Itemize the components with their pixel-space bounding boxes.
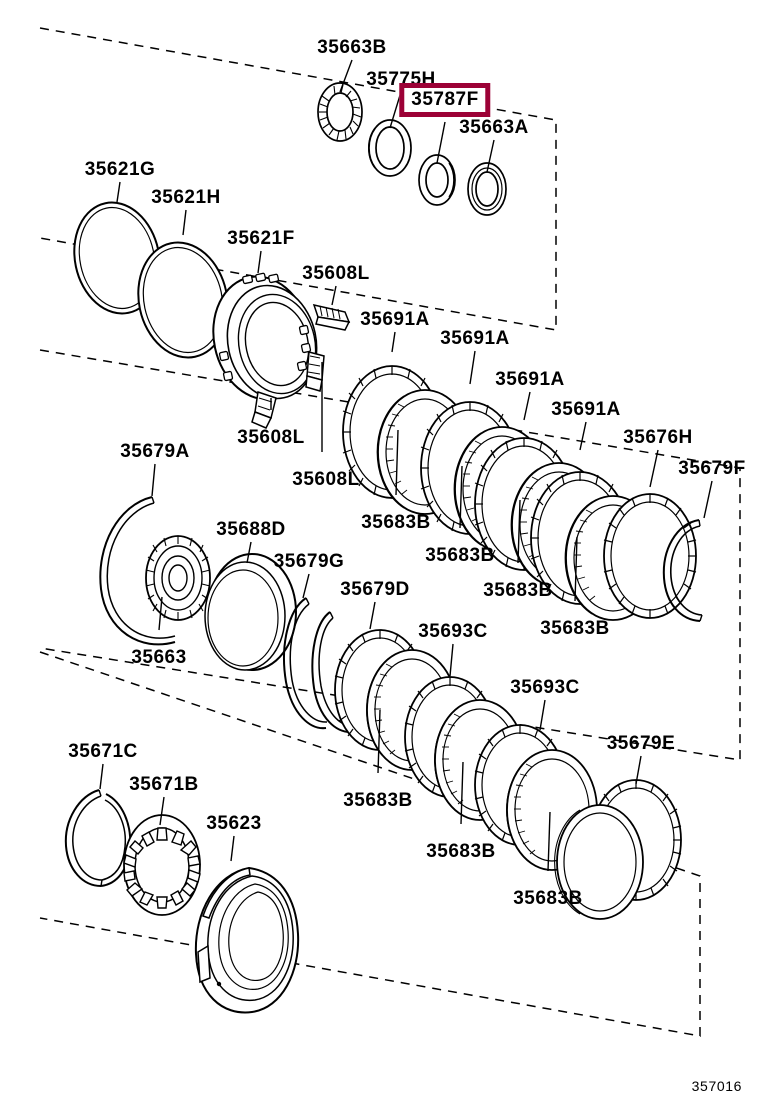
leader-line-35623 bbox=[230, 835, 235, 862]
leader-line-35683b bbox=[574, 536, 578, 602]
part-35679g-snap-ring bbox=[283, 597, 328, 730]
leader-line-35621g bbox=[116, 181, 121, 203]
leader-line-35679e bbox=[635, 755, 642, 785]
leader-line-35663 bbox=[158, 596, 163, 631]
part-35688d-piston bbox=[204, 553, 297, 671]
part-label-35679d: 35679D bbox=[340, 579, 410, 600]
leader-line-35683b bbox=[395, 429, 399, 496]
part-35671c-snap-ring bbox=[64, 789, 132, 887]
part-label-35679e: 35679E bbox=[606, 733, 676, 754]
leader-line-35676h bbox=[649, 449, 659, 488]
part-35663-gear-hub bbox=[145, 535, 211, 621]
part-label-35683b: 35683B bbox=[361, 512, 431, 533]
part-35663b-serrated-ring bbox=[317, 82, 363, 142]
part-label-35621h: 35621H bbox=[151, 187, 221, 208]
leader-line-35683b bbox=[517, 499, 521, 564]
leader-lines bbox=[99, 59, 713, 872]
leader-line-35671b bbox=[159, 796, 165, 826]
part-label-35679f: 35679F bbox=[678, 458, 746, 479]
leader-line-35691a bbox=[469, 350, 476, 385]
part-label-35663: 35663 bbox=[131, 647, 187, 668]
part-label-35608l: 35608L bbox=[302, 263, 370, 284]
part-label-35693c: 35693C bbox=[418, 621, 488, 642]
part-35608l-wedge-3 bbox=[251, 391, 277, 429]
leader-line-35683b bbox=[547, 811, 551, 872]
plate-number: 357016 bbox=[691, 1078, 742, 1094]
part-label-35621f: 35621F bbox=[227, 228, 295, 249]
part-label-35683b: 35683B bbox=[426, 841, 496, 862]
part-35608l-wedge-2 bbox=[305, 351, 325, 392]
part-label-35693c: 35693C bbox=[510, 677, 580, 698]
leader-line-35683b bbox=[377, 709, 381, 774]
leader-line-35691a bbox=[579, 421, 587, 451]
part-label-35671b: 35671B bbox=[129, 774, 199, 795]
leader-line-35688d bbox=[246, 541, 252, 564]
part-label-35691a: 35691A bbox=[495, 369, 565, 390]
clutch-pack-lower bbox=[334, 629, 682, 920]
leader-line-35663a bbox=[486, 139, 495, 173]
leader-line-35663b bbox=[339, 59, 353, 93]
leader-line-35691a bbox=[523, 391, 531, 421]
part-label-35679a: 35679A bbox=[120, 441, 190, 462]
part-label-35679g: 35679G bbox=[273, 551, 345, 572]
part-35671b-lock-washer bbox=[123, 814, 201, 916]
leader-line-35683b bbox=[459, 465, 463, 529]
part-label-35691a: 35691A bbox=[440, 328, 510, 349]
leader-line-35621f bbox=[257, 250, 262, 274]
leader-line-35775h bbox=[389, 91, 402, 129]
part-35679a-snap-ring bbox=[99, 496, 176, 646]
part-label-35623: 35623 bbox=[206, 813, 262, 834]
part-35623-drum bbox=[194, 866, 300, 1014]
leader-line-35671c bbox=[99, 763, 104, 790]
part-label-35691a: 35691A bbox=[551, 399, 621, 420]
leader-line-35621h bbox=[182, 209, 187, 236]
part-35787f-ring bbox=[418, 154, 456, 206]
part-35663a-ring bbox=[467, 162, 507, 216]
part-label-35608l: 35608L bbox=[237, 427, 305, 448]
leader-line-35679g bbox=[302, 573, 310, 599]
part-label-35683b: 35683B bbox=[343, 790, 413, 811]
part-35608l-wedge-1 bbox=[312, 303, 351, 331]
part-label-35691a: 35691A bbox=[360, 309, 430, 330]
part-label-35671c: 35671C bbox=[68, 741, 138, 762]
part-35679e-front-disc bbox=[554, 804, 644, 920]
leader-line-35679d bbox=[369, 601, 376, 630]
part-label-35683b: 35683B bbox=[540, 618, 610, 639]
part-label-35608l: 35608L bbox=[292, 469, 360, 490]
leader-line-35691a bbox=[391, 331, 396, 353]
part-35676h-plate bbox=[603, 493, 697, 619]
part-35775h-ring bbox=[368, 119, 412, 177]
clutch-pack-upper bbox=[342, 365, 703, 622]
leader-line-35693c bbox=[539, 699, 546, 731]
part-35621f-retainer bbox=[212, 272, 318, 401]
part-label-35663a: 35663A bbox=[459, 117, 529, 138]
part-label-35663b: 35663B bbox=[317, 37, 387, 58]
leader-line-35679a bbox=[151, 463, 156, 497]
part-label-35787f: 35787F bbox=[399, 83, 491, 117]
part-35679d-snap-ring bbox=[311, 611, 354, 734]
leader-line-35693c bbox=[449, 643, 454, 677]
leader-line-35679f bbox=[703, 480, 713, 519]
part-label-35683b: 35683B bbox=[483, 580, 553, 601]
part-label-35683b: 35683B bbox=[513, 888, 583, 909]
leader-line-35608l bbox=[331, 285, 337, 306]
leader-line-35683b bbox=[460, 761, 464, 825]
leader-line-35787f bbox=[436, 121, 446, 164]
part-label-35676h: 35676H bbox=[623, 427, 693, 448]
part-35679f-snap-ring bbox=[662, 519, 703, 622]
part-label-35621g: 35621G bbox=[84, 159, 156, 180]
part-label-35683b: 35683B bbox=[425, 545, 495, 566]
part-label-35688d: 35688D bbox=[216, 519, 286, 540]
